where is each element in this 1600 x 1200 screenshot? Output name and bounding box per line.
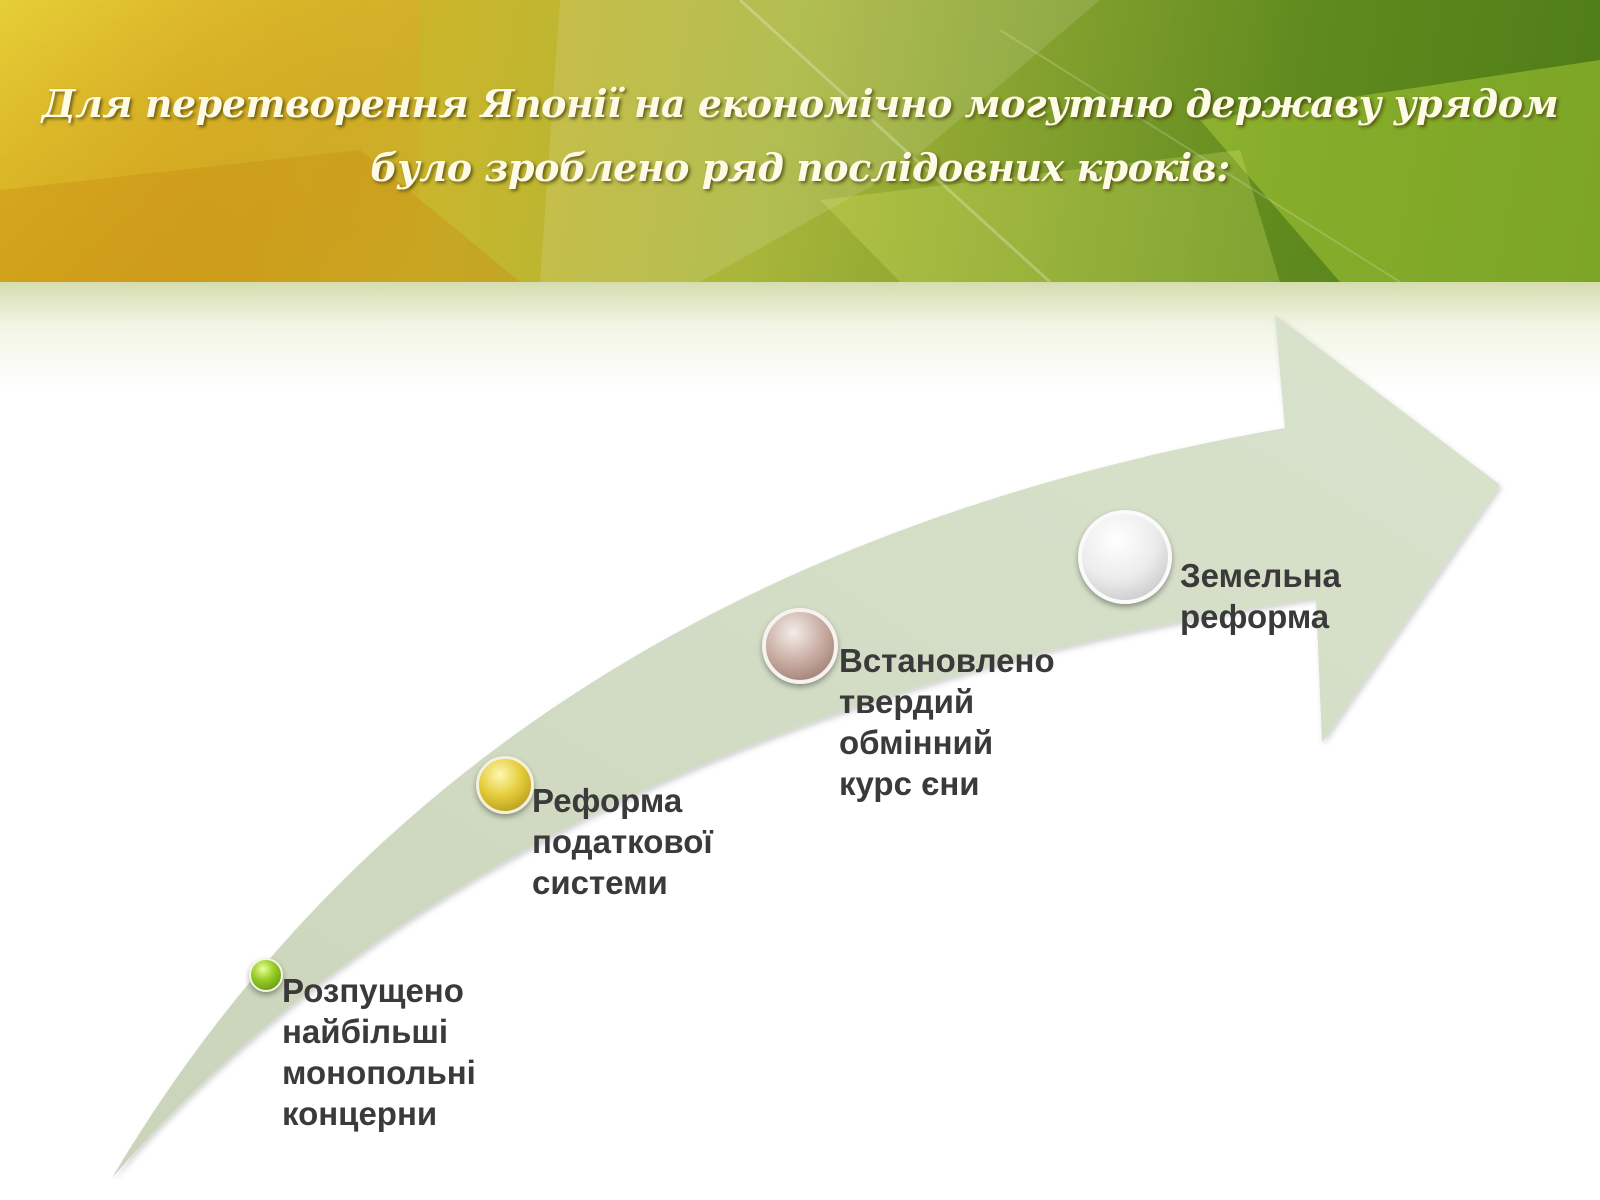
step-3-orb: [762, 608, 838, 684]
header-light-streaks: [0, 0, 1600, 282]
step-2-label: Реформа податкової системи: [532, 782, 713, 901]
step-1-label: Розпущено найбільші монопольні концерни: [282, 972, 476, 1132]
step-2-orb: [476, 756, 534, 814]
header-background: [0, 0, 1600, 282]
step-1-orb: [249, 958, 283, 992]
step-4-label: Земельна реформа: [1180, 557, 1341, 635]
slide-title: Для перетворення Японії на економічно мо…: [41, 81, 1559, 190]
step-4-orb: [1078, 510, 1172, 604]
step-3-label: Встановлено твердий обмінний курс єни: [839, 642, 1055, 802]
